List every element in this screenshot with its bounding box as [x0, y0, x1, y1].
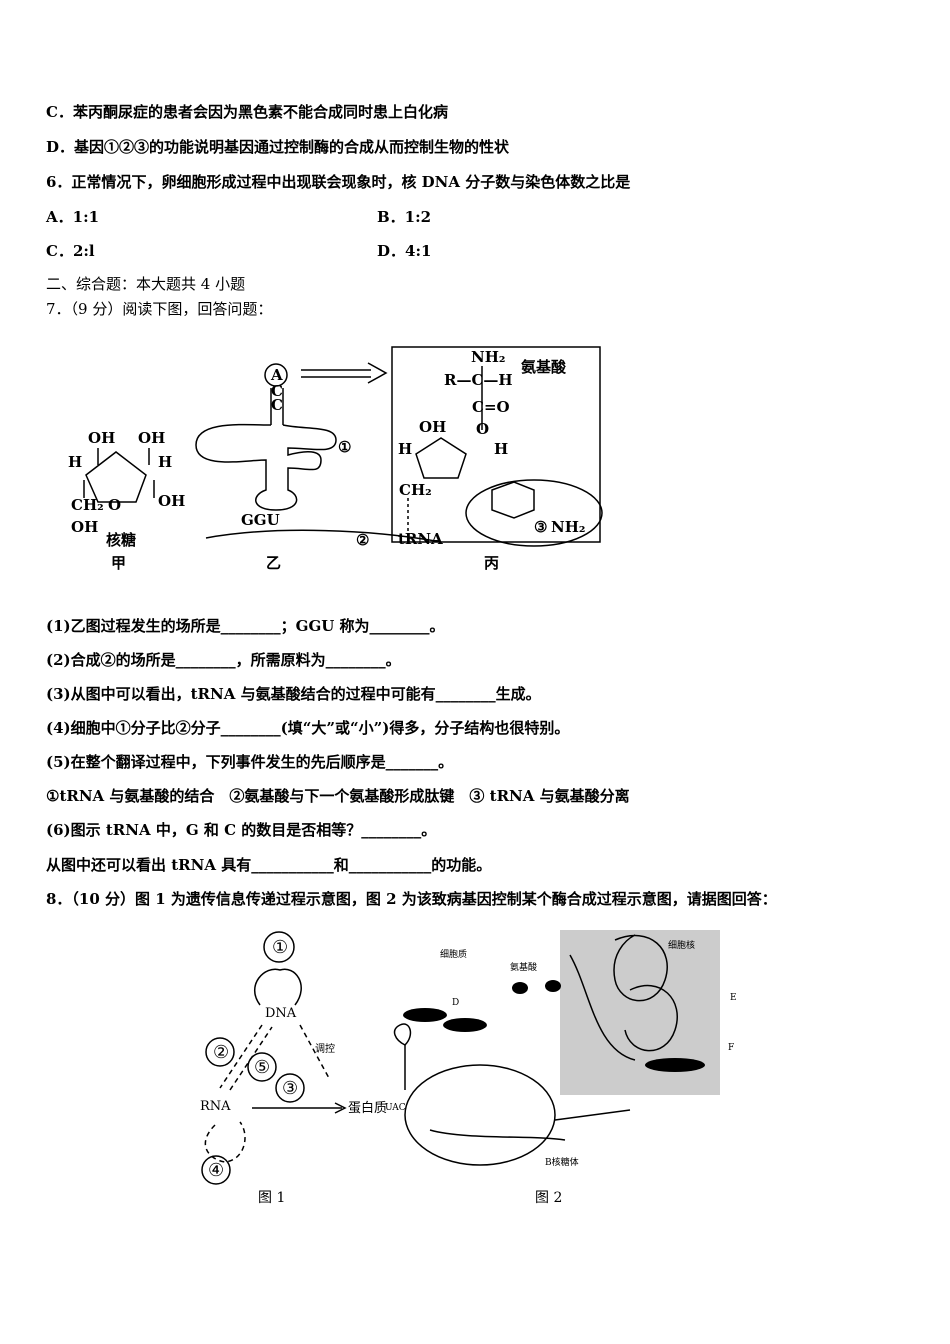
fig1-n2: ②: [213, 1042, 229, 1063]
q7-stem: 7．（9 分）阅读下图，回答问题：: [46, 300, 273, 318]
q7-circle2: ②: [356, 531, 369, 549]
q7-oh-3: OH: [158, 492, 185, 510]
q7-r-ch: R—C—H: [444, 371, 513, 389]
q6-option-c: C．2:l: [46, 242, 95, 260]
fig2-nucleus: 细胞核: [668, 939, 695, 951]
q7-oh-4: OH: [71, 518, 98, 536]
q7-circle3: ③: [534, 518, 547, 536]
q7-sub-5: (5)在整个翻译过程中，下列事件发生的先后顺序是_______。: [46, 753, 454, 771]
q6-option-d: D．4:1: [377, 242, 432, 260]
q7-ch2: CH₂: [71, 496, 104, 514]
fig1-n4: ④: [208, 1160, 224, 1181]
q8-figure-1: ① DNA ② ⑤ ③ 调控 RNA 蛋白质 ④ 图 1: [200, 931, 387, 1206]
q7-trna: tRNA: [398, 530, 443, 548]
q7-jia: 甲: [111, 554, 126, 572]
fig1-n3: ③: [282, 1078, 298, 1099]
q8-figure-2: 细胞质 氨基酸 细胞核 D E F UAC B核糖体 图 2: [385, 930, 737, 1206]
q7-acc-a: A: [270, 366, 283, 384]
q6-option-a: A．1:1: [46, 208, 100, 226]
q7-acc-c1: C: [271, 382, 283, 400]
q7-oh-bing: OH: [419, 418, 446, 436]
q5-option-c: C．苯丙酮尿症的患者会因为黑色素不能合成同时患上白化病: [46, 103, 448, 121]
q5-option-d: D．基因①②③的功能说明基因通过控制酶的合成从而控制生物的性状: [46, 138, 510, 156]
fig2-d: D: [452, 998, 459, 1008]
q7-figure: OH OH H H CH₂ O OH OH 核糖 甲 A C C ① GGU ②…: [68, 346, 603, 572]
q7-h-1: H: [68, 453, 82, 471]
fig2-cytoplasm: 细胞质: [440, 948, 467, 960]
q7-acc-c2: C: [271, 396, 283, 414]
q7-ch2-bing: CH₂: [399, 481, 432, 499]
q6-stem-text: 6．正常情况下，卵细胞形成过程中出现联会现象时，核 DNA 分子数与染色体数之比…: [46, 173, 631, 191]
q7-sub-5-items: ①tRNA 与氨基酸的结合 ②氨基酸与下一个氨基酸形成肽键 ③ tRNA 与氨基…: [46, 787, 630, 805]
fig2-amino: 氨基酸: [510, 961, 537, 973]
q7-amino: 氨基酸: [521, 358, 567, 376]
q7-o-ring: O: [108, 496, 121, 514]
q7-yi: 乙: [266, 554, 281, 572]
fig1-regulate: 调控: [315, 1042, 335, 1055]
fig1-caption: 图 1: [258, 1190, 285, 1206]
q6-stem: 6．正常情况下，卵细胞形成过程中出现联会现象时，核 DNA 分子数与染色体数之比…: [46, 172, 630, 192]
q7-oh-2: OH: [138, 429, 165, 447]
q7-h-bing-2: H: [494, 440, 508, 458]
fig2-ribosome: B核糖体: [545, 1156, 579, 1168]
fig2-e: E: [730, 993, 737, 1003]
q7-sub-6: (6)图示 tRNA 中，G 和 C 的数目是否相等？________。: [46, 821, 437, 839]
fig1-protein: 蛋白质: [348, 1100, 387, 1116]
section-heading: 二、综合题：本大题共 4 小题: [46, 275, 246, 293]
q7-h-bing-1: H: [398, 440, 412, 458]
q7-circle1: ①: [338, 438, 351, 456]
q7-sub-1: (1)乙图过程发生的场所是________；GGU 称为________。: [46, 617, 445, 635]
fig2-f: F: [728, 1043, 734, 1053]
fig1-n1: ①: [272, 937, 288, 958]
q7-nh2-bottom: NH₂: [551, 518, 585, 536]
q7-ggu: GGU: [241, 511, 280, 529]
q7-sub-3: (3)从图中可以看出，tRNA 与氨基酸结合的过程中可能有________生成。: [46, 685, 541, 703]
q8-stem: 8．（10 分）图 1 为遗传信息传递过程示意图，图 2 为该致病基因控制某个酶…: [46, 889, 777, 909]
q7-oh-1: OH: [88, 429, 115, 447]
q7-bing: 丙: [484, 554, 499, 572]
fig1-dna: DNA: [265, 1006, 297, 1021]
fig1-n5: ⑤: [254, 1057, 270, 1078]
q8-stem-text: 8．（10 分）图 1 为遗传信息传递过程示意图，图 2 为该致病基因控制某个酶…: [46, 890, 777, 908]
q7-sub-4: (4)细胞中①分子比②分子________(填“大”或“小”)得多，分子结构也很…: [46, 719, 570, 737]
q7-hetang: 核糖: [106, 531, 136, 549]
q7-sub-7: 从图中还可以看出 tRNA 具有___________和___________的…: [46, 856, 492, 874]
q7-o: O: [476, 420, 489, 438]
q7-nh2-top: NH₂: [471, 348, 505, 366]
fig2-uac: UAC: [385, 1103, 406, 1113]
q7-h-2: H: [158, 453, 172, 471]
q6-option-b: B．1:2: [377, 208, 432, 226]
fig1-rna: RNA: [200, 1099, 231, 1114]
q7-sub-2: (2)合成②的场所是________，所需原料为________。: [46, 651, 401, 669]
fig2-caption: 图 2: [535, 1190, 562, 1206]
q7-c-o: C=O: [472, 398, 510, 416]
